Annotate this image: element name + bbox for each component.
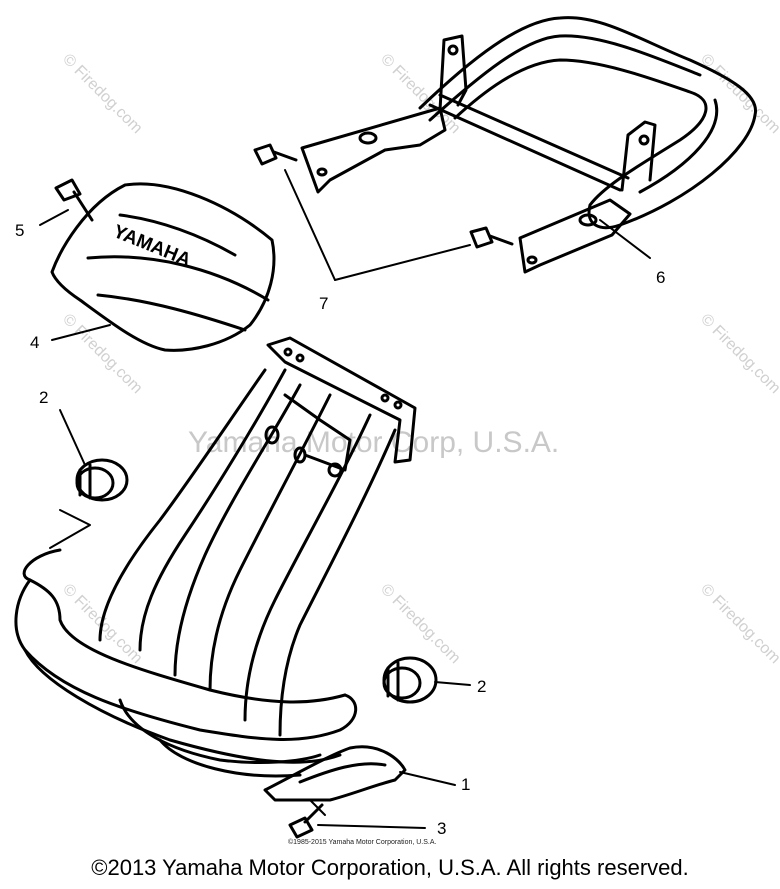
callout-5: 5: [15, 221, 24, 240]
skid-plate-part-1: [263, 745, 407, 802]
cover-part-4: [50, 182, 276, 352]
watermark-site-8: © Firedog.com: [697, 581, 780, 667]
callout-7: 7: [319, 294, 328, 313]
bolt-part-5: [54, 178, 94, 222]
callout-2-lower: 2: [477, 677, 486, 696]
watermark-site-7: © Firedog.com: [377, 581, 463, 667]
bolt-part-3: [288, 803, 324, 839]
callouts: 1 2 2 3 4 5 6 7: [15, 221, 665, 838]
watermark-site-3: © Firedog.com: [697, 51, 780, 137]
rear-carrier-part-6: [300, 16, 757, 274]
leader-lines: [39, 169, 651, 829]
bolts-part-7: [253, 143, 514, 249]
callout-3: 3: [437, 819, 446, 838]
bushing-part-2-lower: [382, 656, 438, 704]
bushing-part-2-upper: [75, 458, 129, 502]
callout-2-upper: 2: [39, 388, 48, 407]
callout-1: 1: [461, 775, 470, 794]
watermark-site-2: © Firedog.com: [377, 51, 463, 137]
callout-4: 4: [30, 333, 39, 352]
fine-print: ©1985-2015 Yamaha Motor Corporation, U.S…: [288, 839, 437, 846]
front-bumper-frame: [14, 336, 417, 778]
watermark-site-4: © Firedog.com: [59, 311, 145, 397]
watermark-site-1: © Firedog.com: [59, 51, 145, 137]
watermarks: © Firedog.com © Firedog.com © Firedog.co…: [59, 51, 780, 667]
copyright-notice: ©2013 Yamaha Motor Corporation, U.S.A. A…: [91, 855, 689, 880]
callout-6: 6: [656, 268, 665, 287]
watermark-site-5: © Firedog.com: [697, 311, 780, 397]
